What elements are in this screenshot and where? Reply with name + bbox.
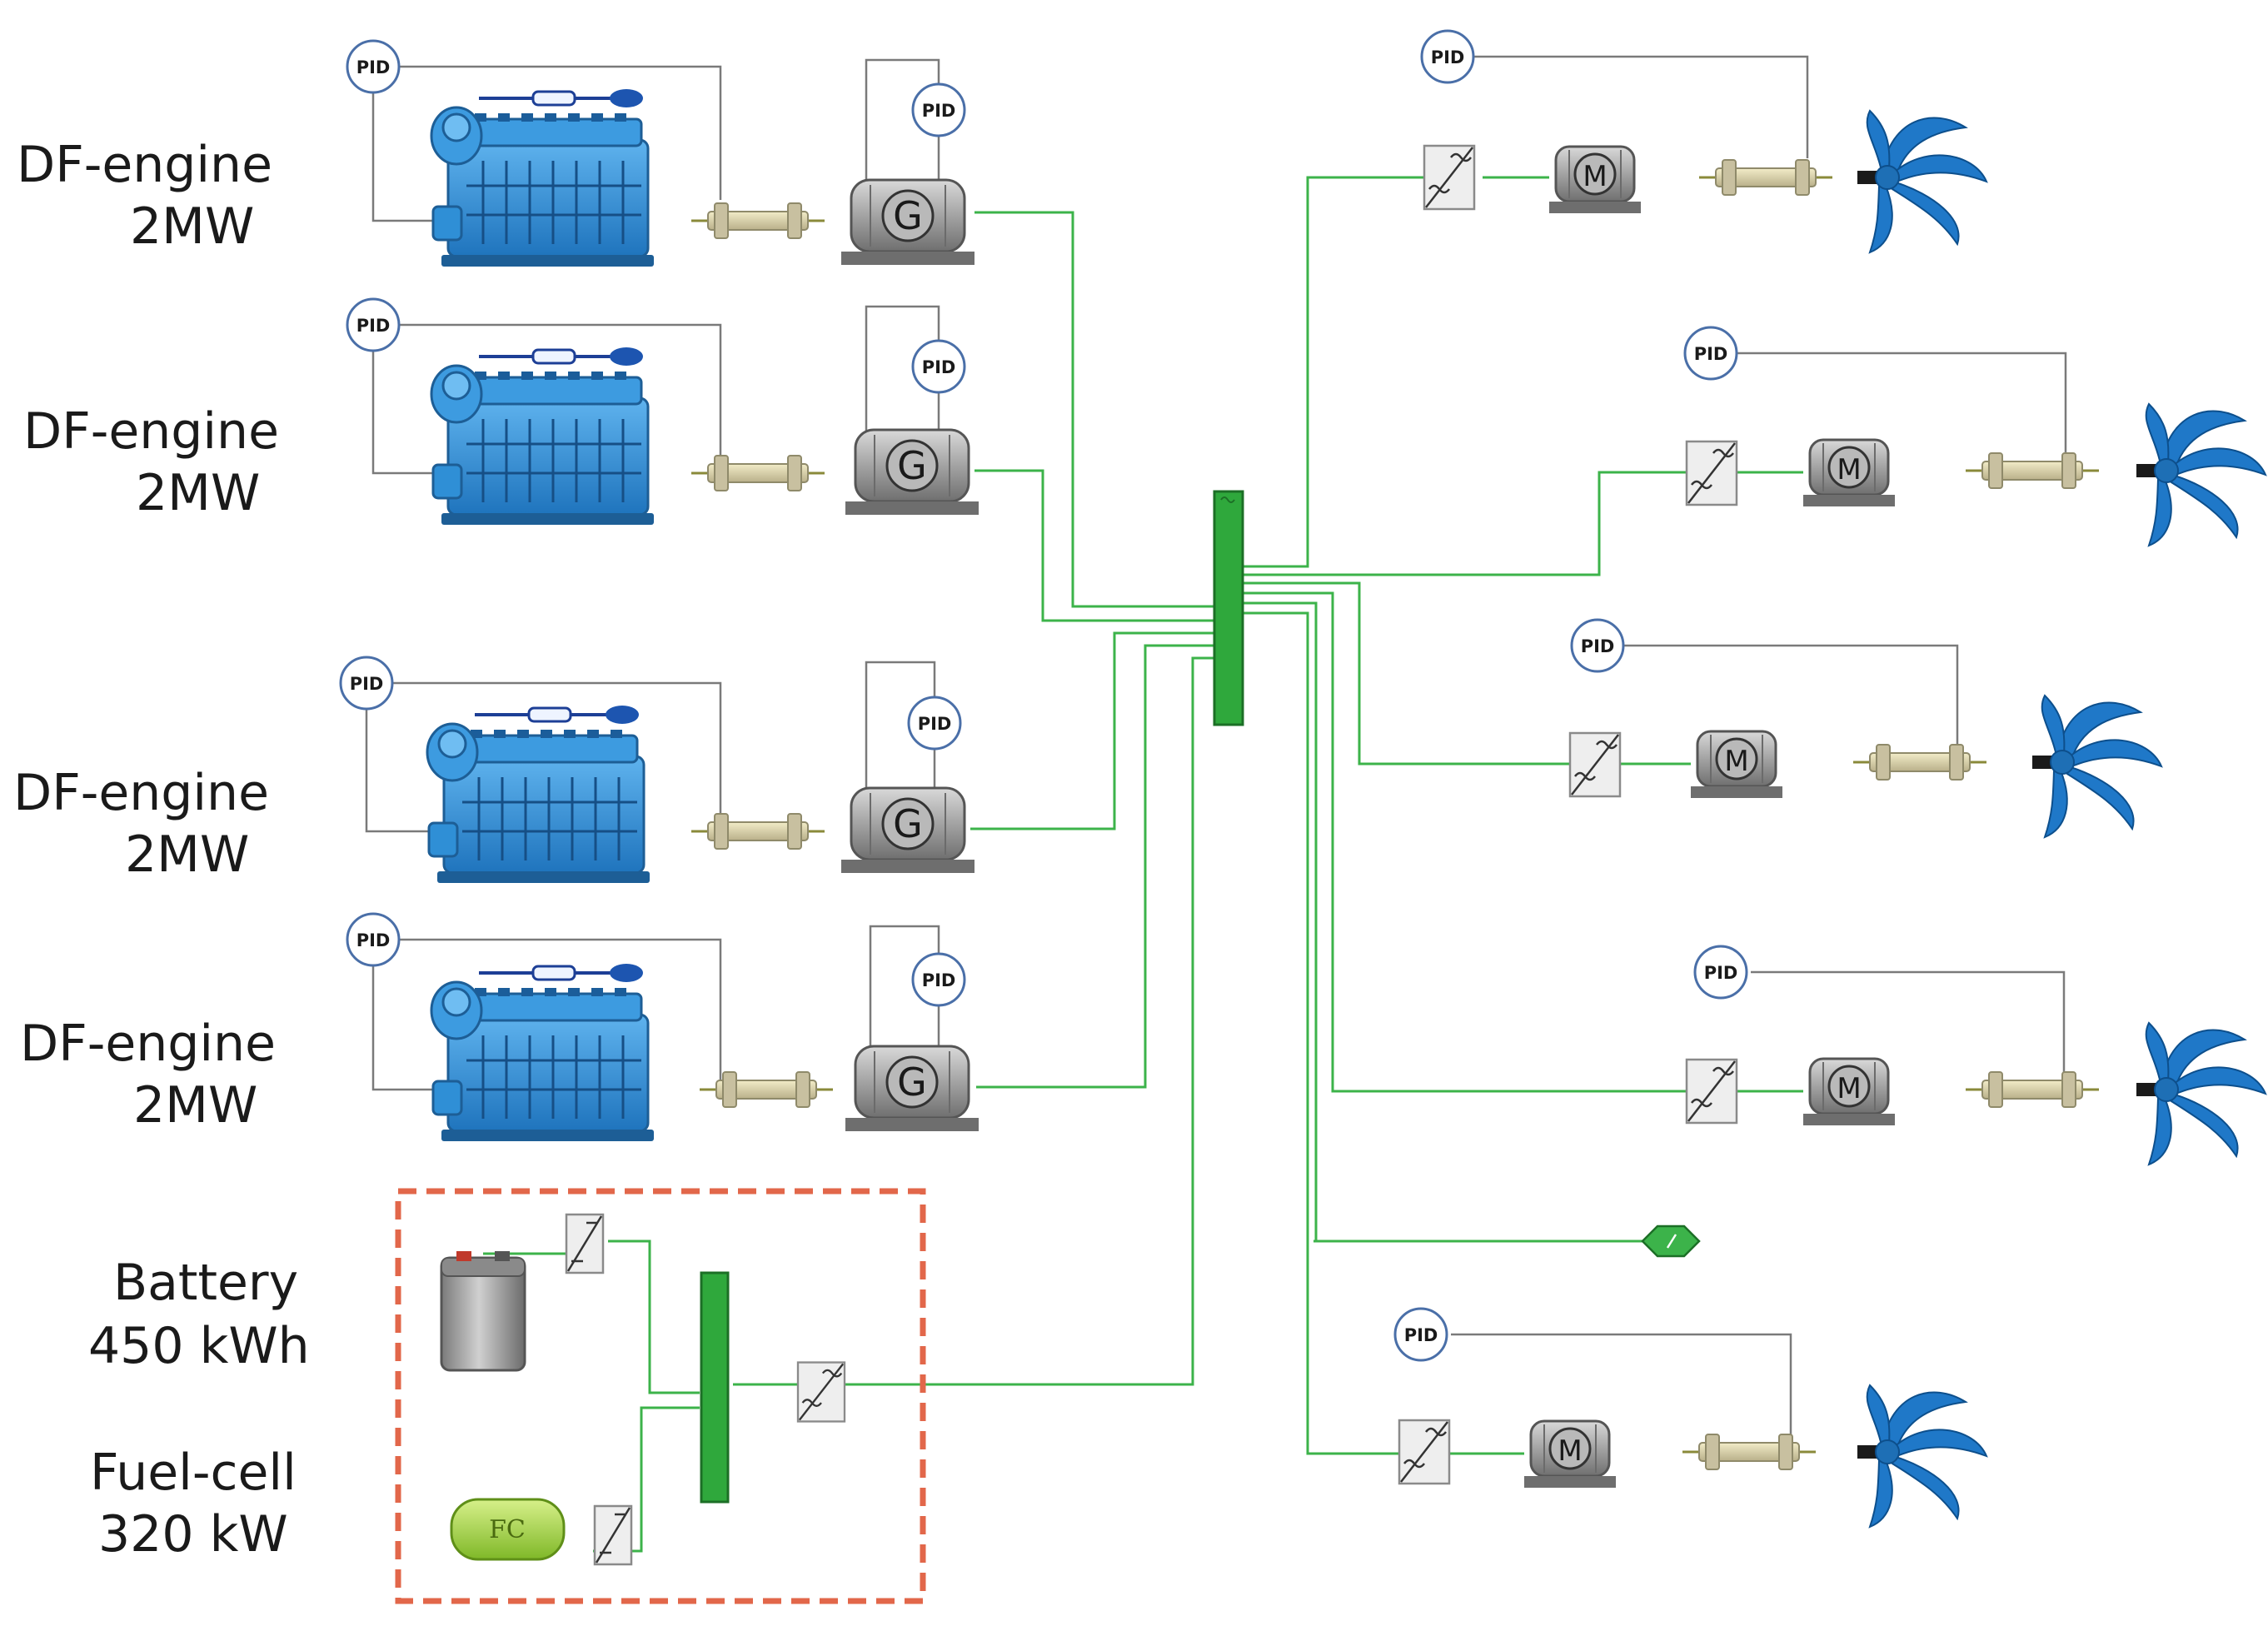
fuel-cell-icon: FC	[450, 1498, 566, 1561]
label-generator-1: DF-engine 2MW	[17, 136, 272, 256]
fuel-cell-name: Fuel-cell	[90, 1444, 297, 1502]
battery-icon	[440, 1251, 526, 1372]
propulsion-line-4	[1685, 945, 2266, 1165]
engine-rating: 2MW	[136, 464, 260, 522]
hybrid-system-boundary	[395, 1188, 926, 1604]
generator-symbol: G	[897, 443, 927, 488]
frequency-converter-icon	[1398, 1419, 1451, 1485]
inverter-icon	[796, 1361, 846, 1423]
frequency-converter-icon	[1423, 144, 1476, 211]
generator-set-1	[346, 39, 976, 268]
propeller-icon	[1857, 1384, 1987, 1528]
propulsion-line-2	[1683, 326, 2266, 546]
pid-controller-drive-3	[1570, 618, 1625, 673]
engine-rating: 2MW	[130, 197, 254, 256]
label-fuel-cell: Fuel-cell 320 kW	[90, 1444, 297, 1564]
motor-symbol: M	[1583, 160, 1607, 193]
battery-rating: 450 kWh	[88, 1317, 310, 1375]
propulsion-line-1	[1420, 29, 1987, 253]
generator-symbol: G	[897, 1060, 927, 1105]
motor-symbol: M	[1724, 745, 1748, 778]
propulsion-line-5	[1393, 1307, 1987, 1528]
engine-name: DF-engine	[23, 402, 279, 461]
shaft-coupling	[1697, 158, 1834, 197]
motor-symbol: M	[1837, 453, 1861, 486]
engine-icon	[426, 704, 651, 885]
pid-controller-generator-4	[911, 952, 966, 1007]
pid-controller-engine-3	[339, 656, 394, 711]
frequency-converter-icon	[1685, 1058, 1738, 1125]
signal-lines	[365, 55, 2067, 1437]
frequency-converter-icon	[1685, 440, 1738, 506]
label-battery: Battery 450 kWh	[88, 1254, 310, 1375]
shaft-coupling	[1964, 451, 2101, 490]
engine-name: DF-engine	[17, 136, 272, 194]
propeller-icon	[1857, 110, 1987, 253]
engine-icon	[430, 346, 655, 526]
propeller-icon	[2136, 1022, 2266, 1165]
generator-set-2	[346, 297, 980, 526]
engine-rating: 2MW	[133, 1076, 257, 1135]
shaft-coupling	[690, 202, 826, 240]
engine-rating: 2MW	[125, 825, 249, 884]
pid-controller-generator-3	[907, 696, 962, 751]
propulsion-line-3	[1568, 618, 2162, 838]
battery-name: Battery	[113, 1254, 298, 1312]
label-generator-2: DF-engine 2MW	[23, 402, 279, 522]
dc-dc-converter-fuel-cell	[593, 1504, 633, 1566]
shaft-coupling	[1852, 743, 1988, 781]
motor-symbol: M	[1558, 1434, 1582, 1468]
shaft-coupling	[1964, 1070, 2101, 1109]
shaft-coupling	[690, 454, 826, 492]
fuel-cell-rating: 320 kW	[98, 1505, 288, 1564]
generator-symbol: G	[893, 193, 923, 238]
shaft-coupling	[1681, 1433, 1817, 1471]
motor-symbol: M	[1837, 1072, 1861, 1105]
fuel-cell-symbol: FC	[489, 1515, 526, 1544]
pid-controller-engine-2	[346, 297, 401, 352]
propeller-icon	[2031, 695, 2162, 838]
generator-set-4	[346, 912, 980, 1143]
propeller-icon	[2136, 403, 2266, 546]
pid-controller-engine-1	[346, 39, 401, 94]
engine-name: DF-engine	[20, 1015, 276, 1073]
pid-controller-generator-2	[911, 339, 966, 394]
main-switchboard-bus	[1213, 490, 1244, 726]
label-generator-3: DF-engine 2MW	[13, 764, 269, 884]
engine-icon	[430, 962, 655, 1143]
generator-set-3	[339, 656, 976, 885]
pid-controller-generator-1	[911, 82, 966, 137]
pid-controller-drive-5	[1393, 1307, 1448, 1362]
engine-name: DF-engine	[13, 764, 269, 822]
frequency-converter-icon	[1568, 731, 1622, 798]
pid-controller-drive-4	[1693, 945, 1748, 1000]
generator-symbol: G	[893, 801, 923, 846]
pid-controller-engine-4	[346, 912, 401, 967]
dc-dc-converter-battery	[565, 1213, 605, 1274]
engine-icon	[430, 87, 655, 268]
auxiliary-load-icon	[1313, 1225, 1701, 1258]
electric-lines	[483, 176, 1803, 1553]
dc-bus	[700, 1271, 730, 1504]
pid-controller-drive-2	[1683, 326, 1738, 381]
pid-controller-drive-1	[1420, 29, 1475, 84]
shaft-coupling	[690, 812, 826, 850]
label-generator-4: DF-engine 2MW	[20, 1015, 276, 1135]
